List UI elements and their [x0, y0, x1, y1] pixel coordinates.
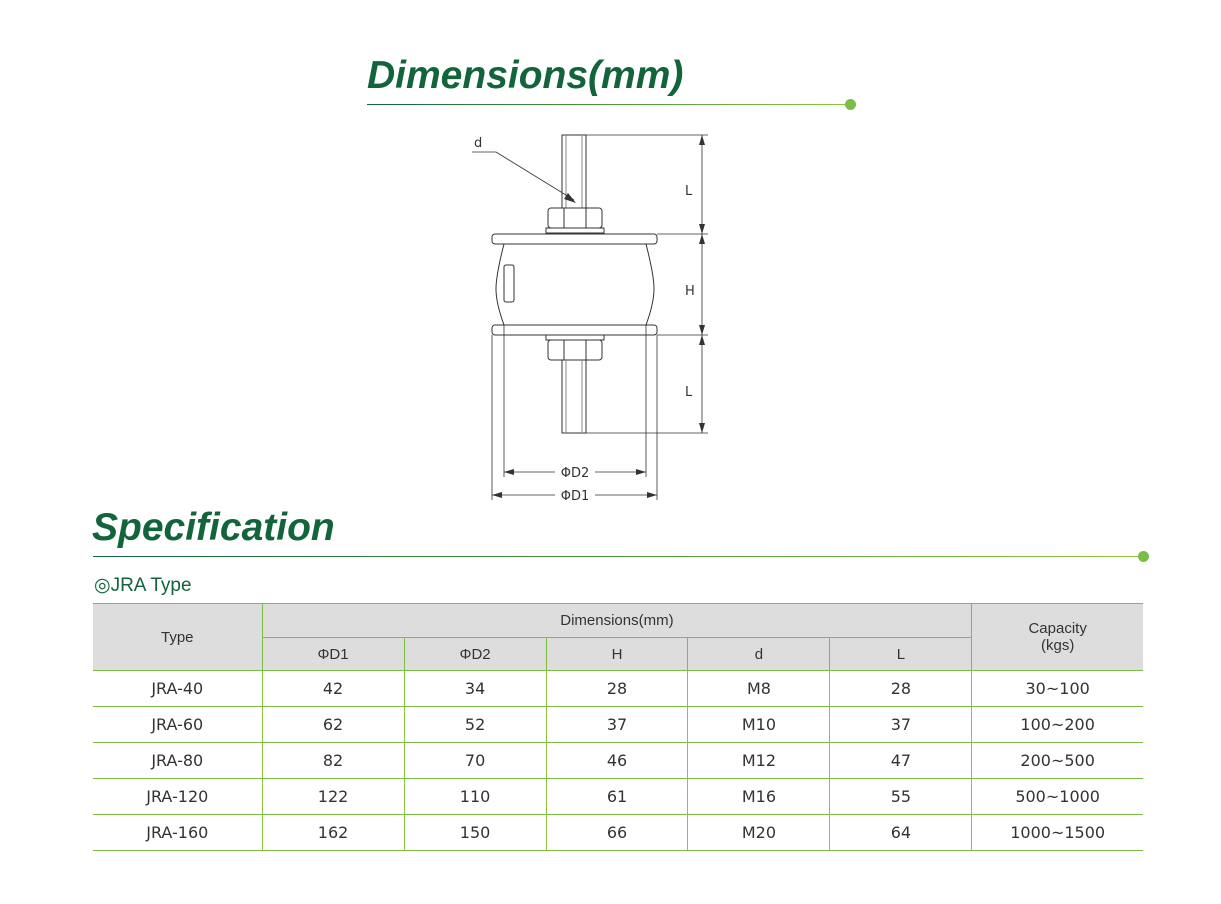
cell-type: JRA-60: [93, 706, 263, 743]
jra-type-label: ◎JRA Type: [94, 575, 192, 596]
cell-d1: 42: [261, 670, 405, 707]
diagram-label-D1: ΦD1: [561, 489, 590, 504]
specification-title-rule: [93, 556, 1139, 557]
dimensions-rule-dot: [845, 99, 856, 110]
rubber-right-edge: [645, 243, 655, 326]
bottom-flange: [491, 324, 658, 336]
cell-d2: 70: [403, 742, 547, 779]
cell-d: M20: [687, 814, 830, 851]
cell-l: 47: [829, 742, 972, 779]
diagram-label-d: d: [474, 136, 482, 151]
cell-type: JRA-160: [93, 814, 263, 851]
diagram-label-L-top: L: [685, 184, 693, 199]
rubber-left-edge: [495, 243, 505, 326]
cell-d2: 34: [403, 670, 547, 707]
cell-h: 66: [545, 814, 688, 851]
cell-type: JRA-40: [93, 670, 263, 707]
dimensions-title-rule: [367, 104, 847, 105]
spec-table: Type Dimensions(mm) Capacity (kgs) ΦD1 Φ…: [93, 603, 1143, 851]
top-nut: [547, 207, 603, 229]
diagram-label-H: H: [685, 284, 695, 299]
cell-d: M16: [687, 778, 830, 815]
mount-dimension-diagram: d L H L ΦD2 ΦD1: [472, 134, 708, 504]
cell-d1: 62: [261, 706, 405, 743]
cell-capacity: 30~100: [971, 670, 1143, 707]
cell-capacity: 100~200: [971, 706, 1143, 743]
top-flange: [491, 233, 658, 245]
cell-d2: 52: [403, 706, 547, 743]
diagram-label-D2: ΦD2: [561, 466, 590, 481]
header-d: d: [687, 637, 831, 671]
cell-h: 46: [545, 742, 688, 779]
cell-type: JRA-120: [93, 778, 263, 815]
cell-d1: 162: [261, 814, 405, 851]
cell-h: 61: [545, 778, 688, 815]
cell-type: JRA-80: [93, 742, 263, 779]
bottom-nut: [547, 339, 603, 361]
header-capacity: Capacity (kgs): [971, 603, 1143, 671]
header-h: H: [545, 637, 689, 671]
diagram-label-L-bottom: L: [685, 385, 693, 400]
cell-l: 55: [829, 778, 972, 815]
table-row: JRA-60 62 52 37 M10 37 100~200: [93, 706, 1143, 743]
table-row: JRA-120 122 110 61 M16 55 500~1000: [93, 778, 1143, 815]
cell-d1: 82: [261, 742, 405, 779]
cell-d: M8: [687, 670, 830, 707]
table-row: JRA-80 82 70 46 M12 47 200~500: [93, 742, 1143, 779]
cell-h: 28: [545, 670, 688, 707]
cell-d: M10: [687, 706, 830, 743]
cell-d2: 150: [403, 814, 547, 851]
header-l: L: [829, 637, 972, 671]
bottom-bolt-shaft: [561, 359, 587, 434]
header-d2: ΦD2: [403, 637, 547, 671]
cell-l: 64: [829, 814, 972, 851]
table-row: JRA-160 162 150 66 M20 64 1000~1500: [93, 814, 1143, 851]
bottom-washer: [545, 334, 605, 341]
header-dimensions: Dimensions(mm): [261, 603, 973, 638]
dimensions-title: Dimensions(mm): [367, 54, 684, 97]
cell-d2: 110: [403, 778, 547, 815]
specification-title: Specification: [92, 506, 335, 549]
cell-d1: 122: [261, 778, 405, 815]
cell-d: M12: [687, 742, 830, 779]
cell-capacity: 1000~1500: [971, 814, 1143, 851]
table-row: JRA-40 42 34 28 M8 28 30~100: [93, 670, 1143, 707]
header-type: Type: [93, 603, 263, 671]
top-washer: [545, 227, 605, 234]
cell-capacity: 500~1000: [971, 778, 1143, 815]
header-d1: ΦD1: [262, 637, 405, 671]
cell-l: 28: [829, 670, 972, 707]
cell-l: 37: [829, 706, 972, 743]
specification-rule-dot: [1138, 551, 1149, 562]
cell-h: 37: [545, 706, 688, 743]
cell-capacity: 200~500: [971, 742, 1143, 779]
